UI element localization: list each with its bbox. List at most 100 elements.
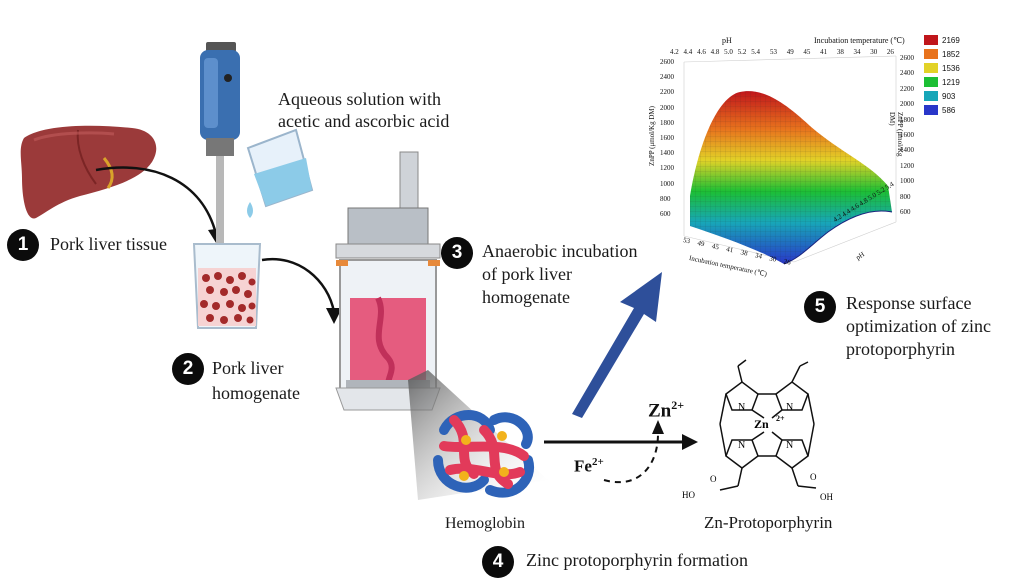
z-tick: 2600 xyxy=(660,58,674,66)
z-tick: 600 xyxy=(900,207,911,216)
z-tick: 1000 xyxy=(660,179,674,188)
z-tick: 1400 xyxy=(900,146,914,155)
z-tick: 2200 xyxy=(900,84,914,93)
step-5-badge: 5 xyxy=(804,291,836,323)
step-4-badge: 4 xyxy=(482,546,514,578)
step-3-badge: 3 xyxy=(441,237,473,269)
step-5-label-line1: Response surface xyxy=(846,293,972,313)
step-2-badge: 2 xyxy=(172,353,204,385)
surface-plot-legend: 2169 1852 1536 1219 903 586 xyxy=(924,33,984,123)
legend-item: 1219 xyxy=(924,75,960,89)
z-tick: 2000 xyxy=(660,103,674,112)
atom-ho: HO xyxy=(682,490,695,500)
z-tick: 2600 xyxy=(900,54,914,62)
ph-tick-top: 4.8 xyxy=(710,48,720,56)
z-tick: 1600 xyxy=(660,133,674,142)
z-ticks-left: 2600 2400 2200 2000 1800 1600 1400 1200 1000 800 6… xyxy=(660,58,674,218)
temp-tick-bottom: 45 xyxy=(711,242,720,252)
legend-item: 586 xyxy=(924,103,955,117)
step-2-label-line2: homogenate xyxy=(212,383,300,403)
atom-n-2: N xyxy=(786,402,793,413)
hemoglobin-label: Hemoglobin xyxy=(445,515,525,532)
homogenizer-icon xyxy=(200,42,240,261)
ph-tick-top: 5.2 xyxy=(737,48,747,56)
iron-ion-label: Fe2+ xyxy=(574,456,604,476)
temp-tick-top: 30 xyxy=(870,48,878,56)
temp-tick-top: 26 xyxy=(886,48,894,56)
temp-tick-bottom: 38 xyxy=(739,248,749,258)
surface-plot-frame xyxy=(683,55,897,265)
hemoglobin-icon xyxy=(433,410,535,498)
z-tick: 1200 xyxy=(660,164,674,173)
step-3-label-line2: of pork liver xyxy=(482,264,572,284)
solution-label-line1: Aqueous solution with xyxy=(278,89,442,109)
z-tick: 800 xyxy=(900,192,911,201)
temp-tick-top: 49 xyxy=(786,48,794,56)
atom-o-2: O xyxy=(810,472,817,482)
z-tick: 2400 xyxy=(900,69,914,78)
z-tick: 800 xyxy=(660,194,671,203)
temp-tick-top: 53 xyxy=(770,48,777,56)
zinc-ion-label: Zn2+ xyxy=(648,398,685,422)
z-axis-title-left: ZnPP (μmol/Kg DM) xyxy=(647,106,656,166)
temp-tick-top: 38 xyxy=(836,48,844,56)
z-tick: 1200 xyxy=(900,161,914,170)
zn-center-charge: 2+ xyxy=(776,414,785,423)
z-tick: 2400 xyxy=(660,73,674,82)
zn-center-label: Zn xyxy=(754,417,769,431)
z-ticks-right: 2600 2400 2200 2000 1800 1600 1400 1200 1000 800 6… xyxy=(900,54,914,216)
step-2-label-line1: Pork liver xyxy=(212,358,284,378)
z-tick: 1000 xyxy=(900,177,914,186)
z-tick: 1600 xyxy=(900,130,914,139)
solution-cup-icon xyxy=(246,128,314,218)
step-4-label: Zinc protoporphyrin formation xyxy=(526,550,748,570)
arrow-beaker-to-bioreactor xyxy=(261,257,342,324)
bioreactor-icon xyxy=(335,151,441,411)
step-3-label-line1: Anaerobic incubation xyxy=(482,241,638,261)
solution-label-line2: acetic and ascorbic acid xyxy=(278,111,450,131)
temp-tick-bottom: 34 xyxy=(754,251,763,261)
step-3-label-line3: homogenate xyxy=(482,287,570,307)
z-tick: 1800 xyxy=(660,118,674,127)
atom-n-4: N xyxy=(786,440,793,451)
temp-tick-bottom: 53 xyxy=(682,236,691,246)
atom-oh: OH xyxy=(820,492,833,502)
temp-tick-top: 41 xyxy=(820,48,828,56)
step-1-badge: 1 xyxy=(7,229,39,261)
ph-tick-top: 5.0 xyxy=(724,48,733,56)
ph-tick-top: 5.4 xyxy=(751,48,760,56)
reaction-arrow xyxy=(544,420,698,483)
ph-axis-title-top: pH xyxy=(722,36,732,45)
product-label: Zn-Protoporphyrin xyxy=(704,513,833,532)
pork-liver-icon xyxy=(20,125,157,219)
z-tick: 2200 xyxy=(660,88,674,97)
legend-item: 903 xyxy=(924,89,955,103)
z-tick: 2000 xyxy=(900,100,914,109)
z-tick: 600 xyxy=(660,209,671,218)
ph-tick-top: 4.4 xyxy=(683,48,693,56)
atom-o-1: O xyxy=(710,474,717,484)
z-tick: 1400 xyxy=(660,149,674,158)
step-5-label-line3: protoporphyrin xyxy=(846,339,955,359)
zn-protoporphyrin-molecule: N N N N Zn 2+ HO OH O O xyxy=(682,359,833,502)
temp-ticks-top: 53 49 45 41 38 34 30 26 xyxy=(770,48,894,56)
temp-tick-bottom: 49 xyxy=(696,239,706,249)
temp-tick-top: 34 xyxy=(853,48,861,56)
z-tick: 1800 xyxy=(900,115,914,124)
step-1-label: Pork liver tissue xyxy=(50,234,167,254)
temp-tick-top: 45 xyxy=(803,48,811,56)
step-5-label-line2: optimization of zinc xyxy=(846,316,991,336)
ph-tick-top: 4.2 xyxy=(670,48,679,56)
legend-item: 2169 xyxy=(924,33,960,47)
legend-item: 1536 xyxy=(924,61,960,75)
temp-axis-title-top: Incubation temperature (℃) xyxy=(814,36,905,45)
ph-tick-top: 4.6 xyxy=(697,48,706,56)
z-axis-title-right: ZnPP (μmol/Kg DM) xyxy=(888,112,904,157)
arrow-to-surface-plot xyxy=(572,272,662,418)
ph-ticks-top: 4.2 4.4 4.6 4.8 5.0 5.2 5.4 xyxy=(670,48,760,56)
temp-tick-bottom: 30 xyxy=(768,254,778,264)
atom-n-3: N xyxy=(738,440,745,451)
atom-n-1: N xyxy=(738,402,745,413)
temp-tick-bottom: 41 xyxy=(725,245,734,255)
